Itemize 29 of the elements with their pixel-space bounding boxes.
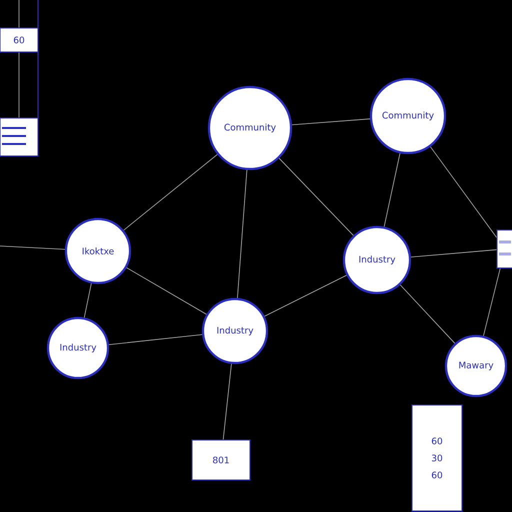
table-box bbox=[496, 230, 512, 268]
connector-line bbox=[410, 249, 498, 258]
table-box bbox=[0, 118, 38, 156]
circle-node: Ikoktxe bbox=[64, 218, 132, 284]
table-box: 801 bbox=[192, 440, 250, 480]
connector-line bbox=[278, 157, 354, 236]
connector-line bbox=[482, 268, 501, 338]
table-box: 60 30 60 bbox=[412, 404, 462, 512]
circle-node: Industry bbox=[202, 298, 268, 364]
connector-line bbox=[84, 282, 92, 319]
connector-line bbox=[0, 246, 66, 250]
circle-node: Industry bbox=[46, 316, 110, 380]
circle-node: Mawary bbox=[444, 334, 508, 398]
table-box: 60 bbox=[0, 28, 38, 52]
connector-line bbox=[399, 284, 456, 344]
circle-node: Community bbox=[208, 86, 292, 170]
connector-line bbox=[430, 146, 498, 238]
connector-line bbox=[236, 168, 248, 300]
connector-line bbox=[290, 118, 372, 126]
connector-line bbox=[222, 362, 232, 440]
connector-line bbox=[122, 154, 218, 232]
circle-node: Industry bbox=[342, 226, 412, 294]
connector-line bbox=[384, 152, 401, 228]
connector-line bbox=[263, 274, 348, 317]
connector-line bbox=[18, 52, 20, 118]
connector-line bbox=[108, 334, 204, 346]
connector-line bbox=[18, 0, 20, 28]
circle-node: Community bbox=[370, 78, 446, 154]
connector-line bbox=[125, 266, 208, 316]
